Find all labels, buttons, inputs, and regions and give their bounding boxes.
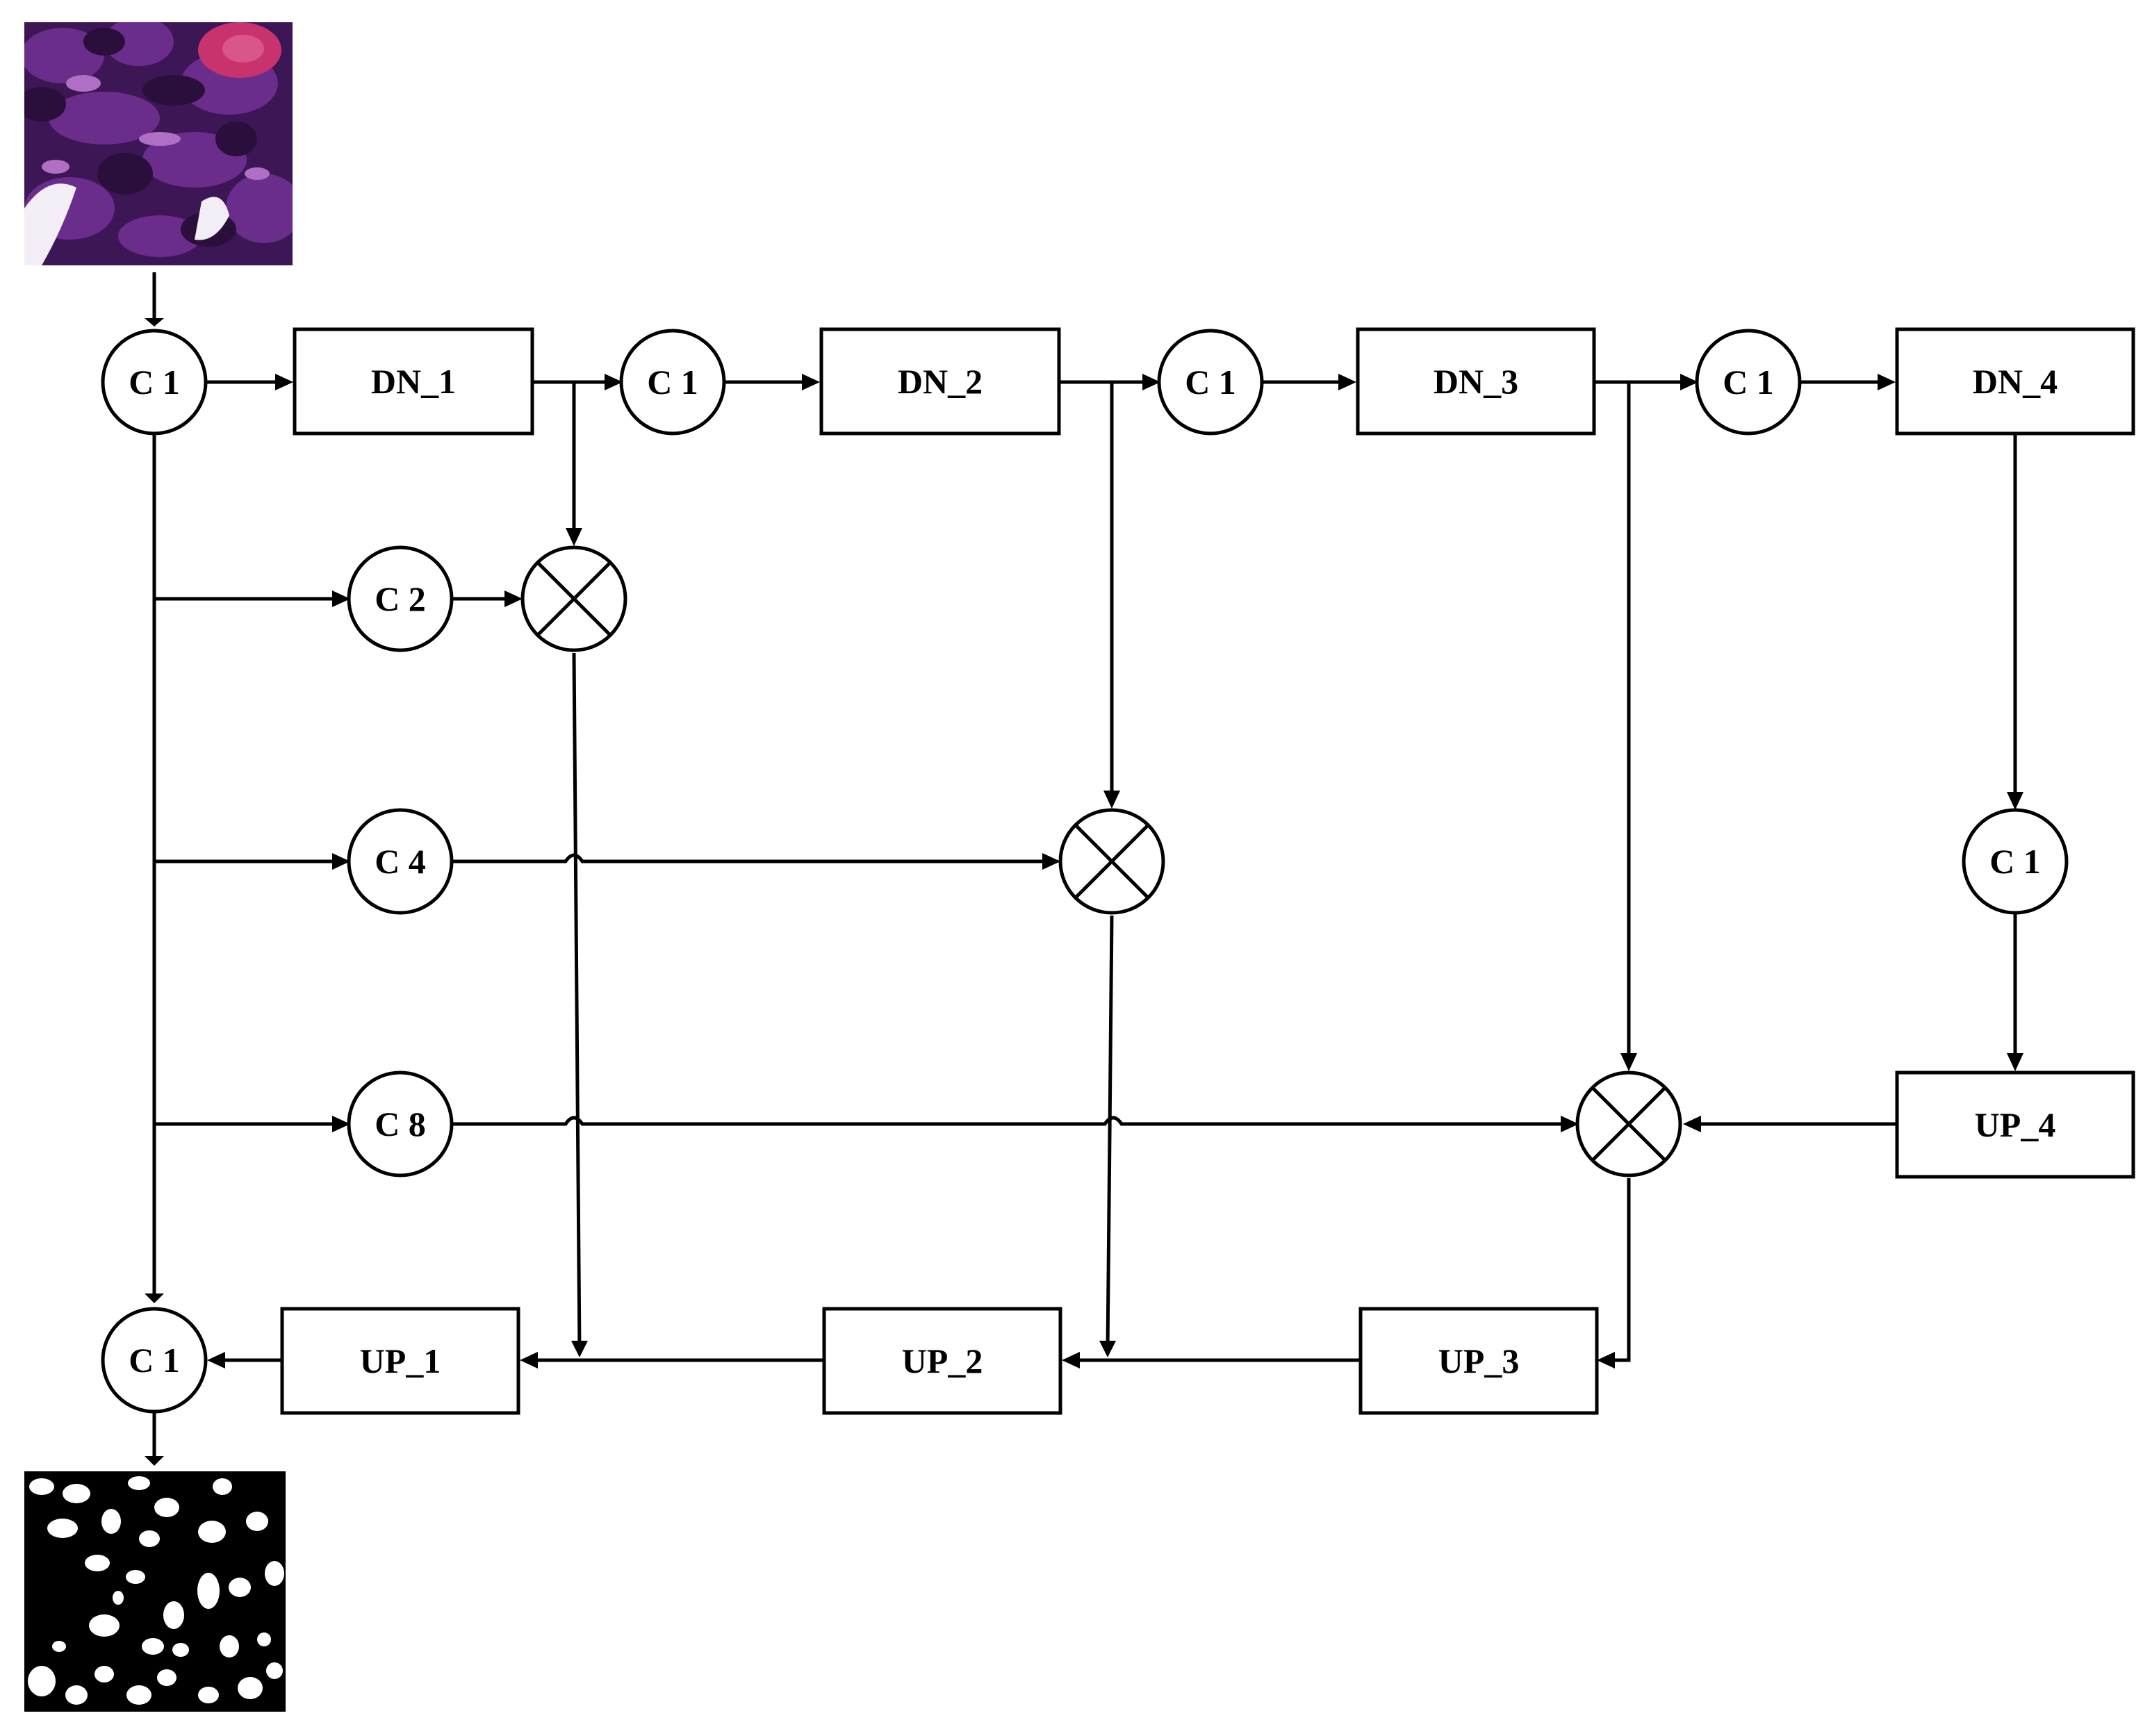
multiply-icon [1575,1070,1682,1177]
svg-text:UP_4: UP_4 [1975,1105,2056,1144]
multiply-icon [1058,808,1165,915]
output-mask [24,1471,286,1712]
svg-text:C 1: C 1 [1989,842,2041,881]
up-block-1: UP_1 [280,1307,520,1415]
svg-text:DN_4: DN_4 [1973,362,2058,401]
conv-node-c8: C 8 [347,1070,454,1177]
connections [145,272,2023,1466]
up-block-4: UP_4 [1895,1070,2135,1179]
conv-node-c: C 1 [1695,329,1802,436]
conv-node-c2: C 2 [347,545,454,652]
conv-node-a: C 1 [619,329,726,436]
up-block-3: UP_3 [1358,1307,1599,1415]
svg-text:UP_2: UP_2 [902,1341,983,1380]
svg-text:C 1: C 1 [647,363,698,402]
input-image [24,22,293,265]
conv-node-output: C 1 [101,1307,208,1414]
conv-node-bottleneck: C 1 [1962,808,2069,915]
svg-text:C 2: C 2 [375,579,426,618]
multiply-icon [520,545,627,652]
svg-text:C 1: C 1 [1723,363,1774,402]
svg-text:C 1: C 1 [1185,363,1236,402]
svg-text:DN_1: DN_1 [371,362,456,401]
svg-text:UP_1: UP_1 [360,1341,441,1380]
conv-node-c4: C 4 [347,808,454,915]
down-block-3: DN_3 [1356,327,1596,436]
up-block-2: UP_2 [822,1307,1062,1415]
svg-text:C 1: C 1 [129,1341,180,1380]
svg-text:C 8: C 8 [375,1105,426,1143]
down-block-4: DN_4 [1895,327,2135,436]
down-block-2: DN_2 [819,327,1061,436]
svg-text:C 1: C 1 [129,363,180,402]
conv-node-b: C 1 [1157,329,1264,436]
svg-text:DN_3: DN_3 [1434,362,1518,401]
conv-node-input: C 1 [101,329,208,436]
down-block-1: DN_1 [293,327,534,436]
svg-text:C 4: C 4 [375,842,426,881]
svg-text:DN_2: DN_2 [898,362,983,401]
svg-text:UP_3: UP_3 [1438,1341,1520,1380]
